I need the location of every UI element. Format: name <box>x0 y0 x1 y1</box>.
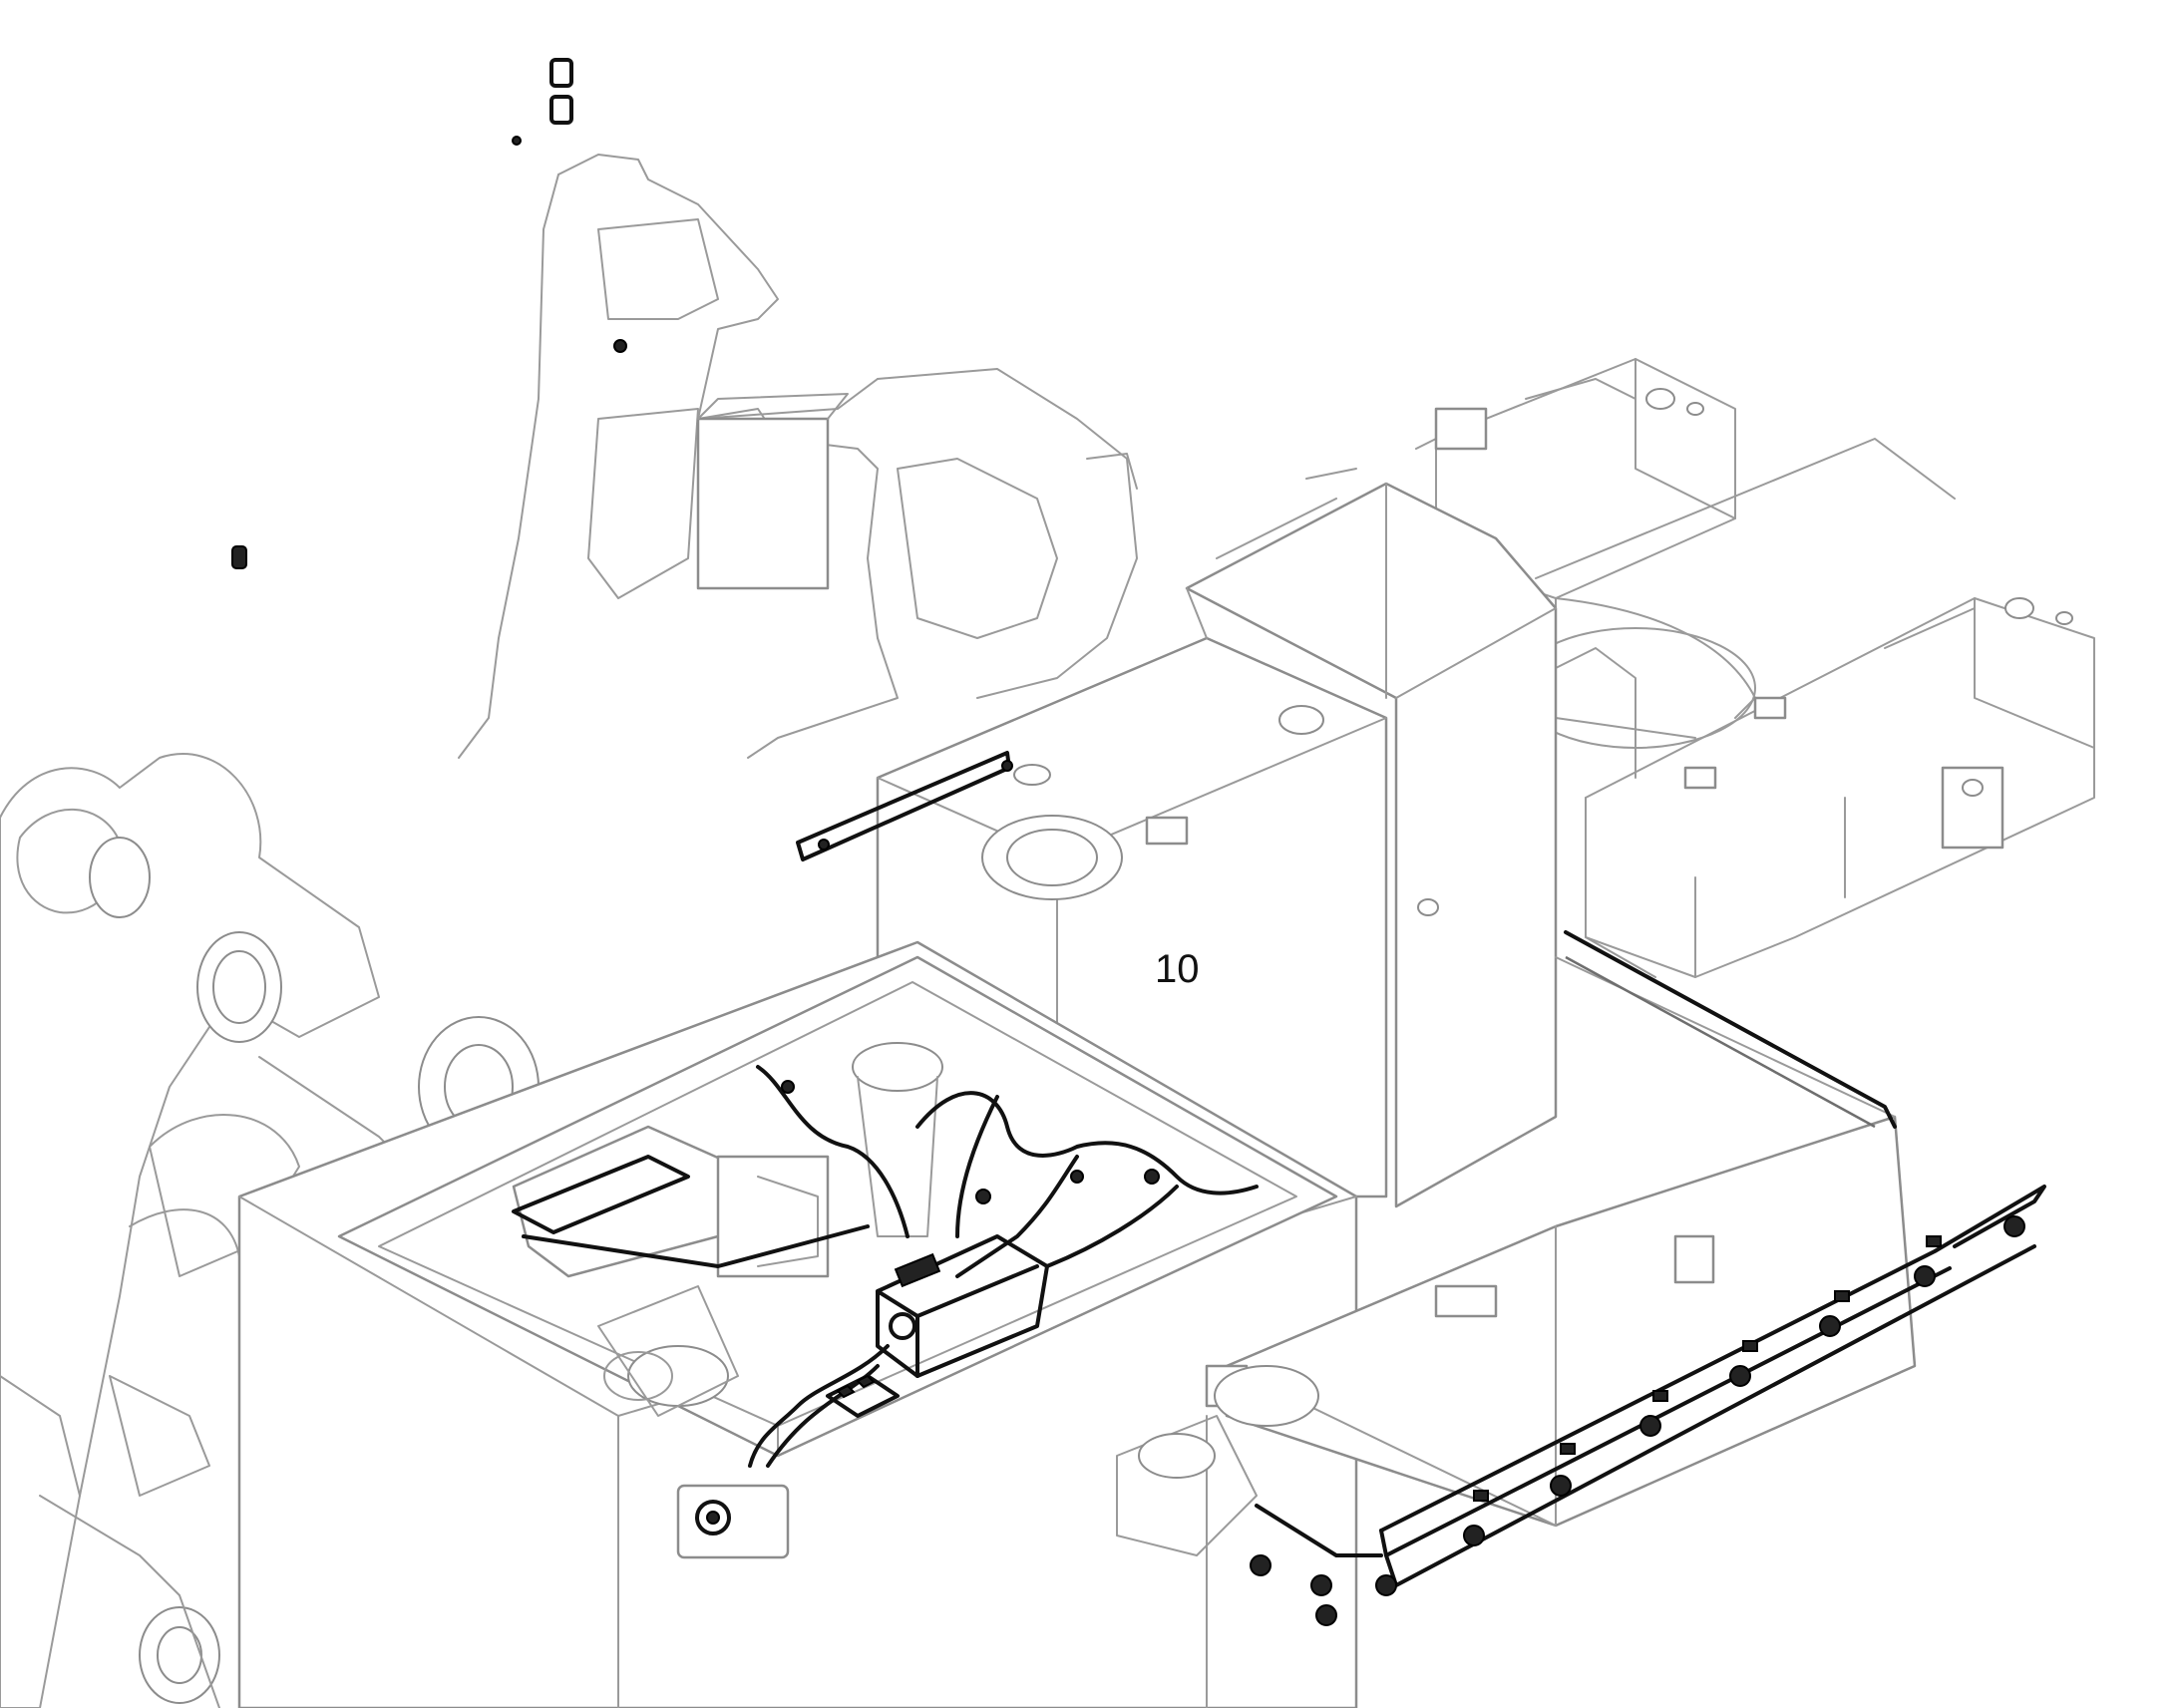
cab-frame <box>458 154 1138 759</box>
upper-mounting-bracket <box>796 751 1013 861</box>
callout-10: 10 <box>1155 947 1200 991</box>
electrical-control-unit <box>826 1234 1049 1418</box>
upright-tank <box>1185 468 1558 1208</box>
right-frame-bracket <box>1564 930 1897 1129</box>
side-mounting-rail-with-fittings <box>1250 1185 2046 1626</box>
front-lamp-unit <box>676 1484 790 1559</box>
right-platform <box>1116 956 1917 1708</box>
small-bracket-parts <box>231 58 627 569</box>
heater-cover-panels <box>512 1155 870 1268</box>
chassis-frame-right <box>1415 358 2095 978</box>
